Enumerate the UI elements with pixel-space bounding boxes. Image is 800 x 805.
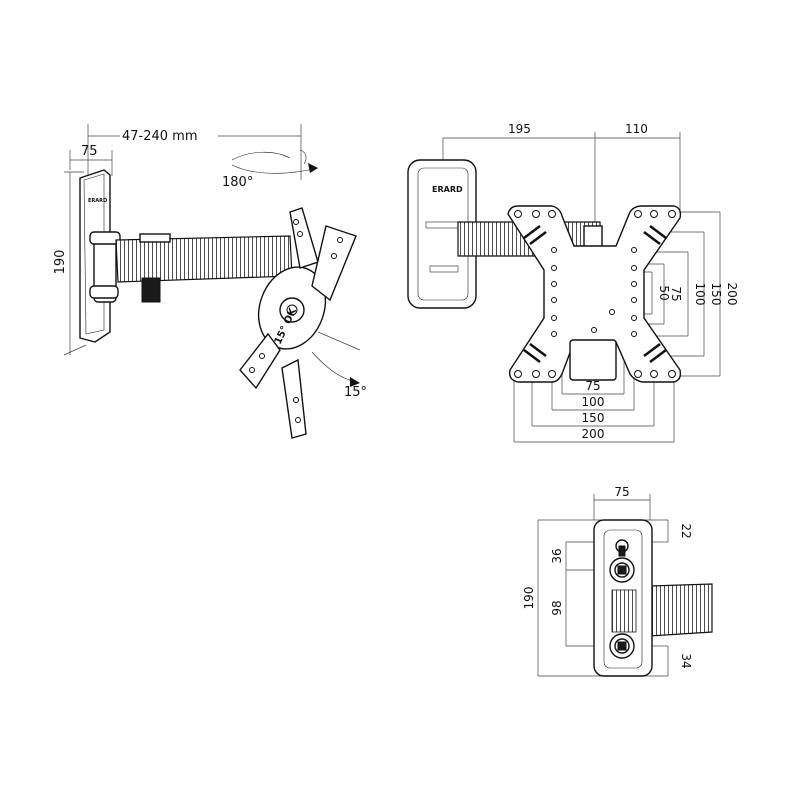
tilt-angle-label: 15° [344,385,367,400]
side-height-label: 190 [53,250,68,275]
vesa-h-200-label: 200 [582,427,605,441]
wallplate-height-label: 190 [522,587,536,610]
side-view: 47-240 mm 75 190 180° ERARD [53,124,367,439]
wallplate-spacing-label: 98 [550,600,564,615]
front-vesa-plate [507,205,682,383]
side-tilt-head: 15° OK [257,266,327,350]
wall-plate-view: 75 22 190 36 98 34 [522,485,713,677]
vesa-h-150-label: 150 [582,411,605,425]
vesa-v-100-label: 100 [693,283,707,306]
wallplate-upper-label: 36 [550,548,564,563]
wallplate-width-label: 75 [614,485,629,499]
tilt-arrow-icon [311,331,361,387]
vesa-v-200-label: 200 [725,283,739,306]
side-vesa-plate [239,207,357,439]
vesa-vertical-labels: 50 75 100 150 200 [657,283,739,306]
vesa-v-75-label: 75 [669,286,683,301]
front-brand-logo: ERARD [432,185,463,194]
wallplate-bottom-label: 34 [679,653,693,668]
swivel-arrow-icon [231,149,319,174]
vesa-v-150-label: 150 [709,283,723,306]
side-depth-range-label: 47-240 mm [122,129,198,144]
wallplate-dimension-lines [537,494,669,677]
front-left-distance-label: 195 [508,122,531,136]
wallplate-back [593,519,713,677]
vesa-h-100-label: 100 [582,395,605,409]
vesa-v-50-label: 50 [657,285,671,300]
side-brand-logo: ERARD [88,198,107,204]
vesa-h-75-label: 75 [585,379,600,393]
wallplate-top-label: 22 [679,523,693,538]
front-view: 195 110 50 75 100 150 200 50 75 100 150 … [407,122,739,443]
front-right-distance-label: 110 [625,122,648,136]
side-wall-plate: ERARD [79,169,121,343]
side-arm [115,233,293,303]
side-plate-depth-label: 75 [81,144,98,159]
swivel-angle-label: 180° [222,175,253,190]
